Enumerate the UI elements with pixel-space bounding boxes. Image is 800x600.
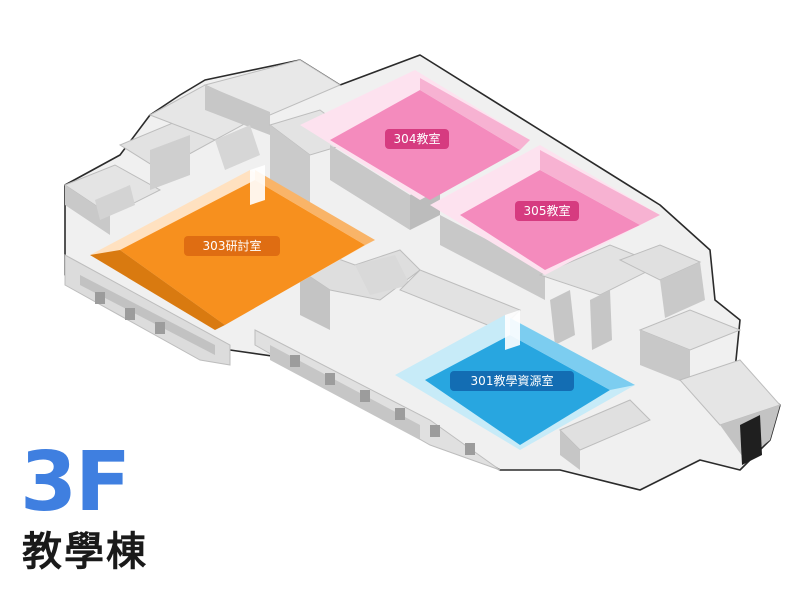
right-wing [538, 244, 781, 470]
label-304: 304教室 [385, 129, 449, 149]
label-305-badge [515, 201, 579, 221]
label-303-badge [184, 236, 280, 256]
left-wing [63, 59, 342, 235]
label-303: 303研討室 [184, 236, 280, 256]
label-305: 305教室 [515, 201, 579, 221]
building-name: 教學棟 [22, 529, 148, 575]
label-301-text: 301教學資源室 [471, 373, 554, 388]
label-305-text: 305教室 [524, 203, 571, 218]
label-304-badge [385, 129, 449, 149]
label-301: 301教學資源室 [450, 371, 574, 391]
south-corridor [64, 254, 501, 471]
label-303-text: 303研討室 [203, 238, 262, 253]
label-301-badge [450, 371, 574, 391]
label-304-text: 304教室 [394, 131, 441, 146]
floor-number: 3F [20, 435, 131, 530]
